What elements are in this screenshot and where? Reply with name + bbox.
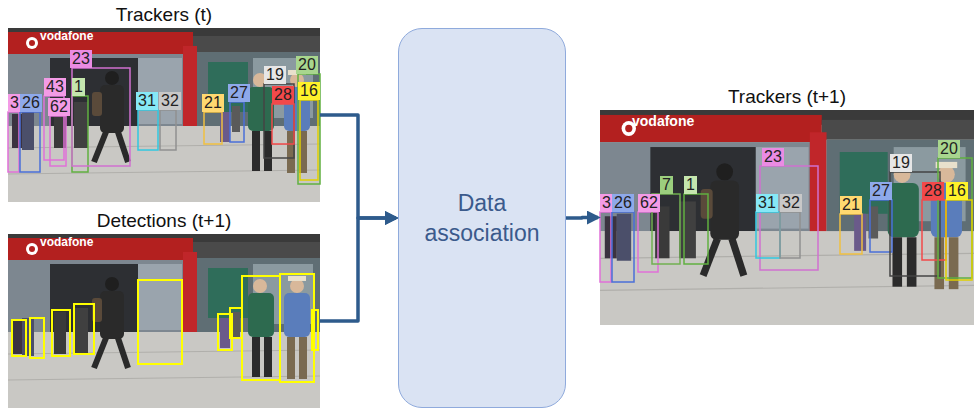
track-id-tag: 62 [638, 194, 660, 212]
track-id-tag: 26 [20, 94, 42, 112]
track-id: 26 [22, 94, 40, 111]
track-id: 43 [46, 78, 64, 95]
track-id: 19 [892, 154, 910, 171]
track-id-tag: 20 [938, 140, 960, 158]
store-sign: vodafone [40, 29, 93, 43]
track-id-tag: 43 [44, 78, 66, 96]
track-id: 27 [230, 84, 248, 101]
tracker-boxes [8, 68, 320, 184]
track-id-tag: 26 [612, 194, 634, 212]
track-id: 1 [686, 176, 695, 193]
track-id: 31 [758, 194, 776, 211]
detection-boxes [12, 274, 318, 382]
track-id-tag: 1 [684, 176, 697, 194]
scene-photo [600, 110, 974, 325]
track-id: 23 [72, 50, 90, 67]
track-id-tag: 16 [298, 82, 320, 100]
process-label: Data association [399, 188, 565, 248]
track-id-tag: 23 [762, 148, 784, 166]
track-id: 27 [872, 182, 890, 199]
track-id: 16 [300, 82, 318, 99]
track-id-tag: 3 [8, 94, 21, 112]
track-id: 62 [50, 98, 68, 115]
track-id-tag: 19 [890, 154, 912, 172]
track-id-tag: 7 [660, 176, 673, 194]
track-id-tag: 20 [296, 56, 318, 74]
track-id-tag: 3 [600, 194, 613, 212]
track-id: 16 [948, 182, 966, 199]
store-sign: vodafone [632, 113, 694, 129]
panel-title: Detections (t+1) [8, 210, 320, 232]
track-id-tag: 16 [946, 182, 968, 200]
scene-photo [8, 28, 320, 202]
track-id-tag: 32 [780, 194, 802, 212]
track-id-tag: 31 [136, 92, 158, 110]
store-sign: vodafone [40, 235, 93, 249]
track-id-tag: 21 [202, 94, 224, 112]
track-id: 7 [662, 176, 671, 193]
track-id-tag: 27 [870, 182, 892, 200]
track-id: 23 [764, 148, 782, 165]
track-id: 28 [924, 182, 942, 199]
track-id-tag: 19 [264, 66, 286, 84]
track-id: 21 [842, 196, 860, 213]
flow-arrow [320, 218, 396, 321]
flow-arrow [320, 115, 396, 218]
track-id: 20 [298, 56, 316, 73]
track-id-tag: 23 [70, 50, 92, 68]
track-id-tag: 1 [72, 78, 85, 96]
track-id: 28 [274, 86, 292, 103]
track-id-tag: 27 [228, 84, 250, 102]
flow-arrow [566, 216, 598, 220]
tracker-boxes [600, 158, 972, 282]
track-id: 62 [640, 194, 658, 211]
panel-title: Trackers (t+1) [600, 86, 974, 108]
track-id-tag: 62 [48, 98, 70, 116]
track-id-tag: 28 [272, 86, 294, 104]
track-id-tag: 32 [159, 92, 181, 110]
track-id-tag: 31 [756, 194, 778, 212]
track-id: 3 [10, 94, 19, 111]
process-box: Data association [398, 28, 566, 408]
track-id: 19 [266, 66, 284, 83]
panel-title: Trackers (t) [8, 4, 320, 26]
track-id: 20 [940, 140, 958, 157]
track-id: 32 [782, 194, 800, 211]
track-id: 1 [74, 78, 83, 95]
track-id: 31 [138, 92, 156, 109]
track-id: 3 [602, 194, 611, 211]
track-id: 32 [161, 92, 179, 109]
scene-photo [8, 234, 320, 408]
track-id-tag: 21 [840, 196, 862, 214]
track-id-tag: 28 [922, 182, 944, 200]
track-id: 21 [204, 94, 222, 111]
track-id: 26 [614, 194, 632, 211]
